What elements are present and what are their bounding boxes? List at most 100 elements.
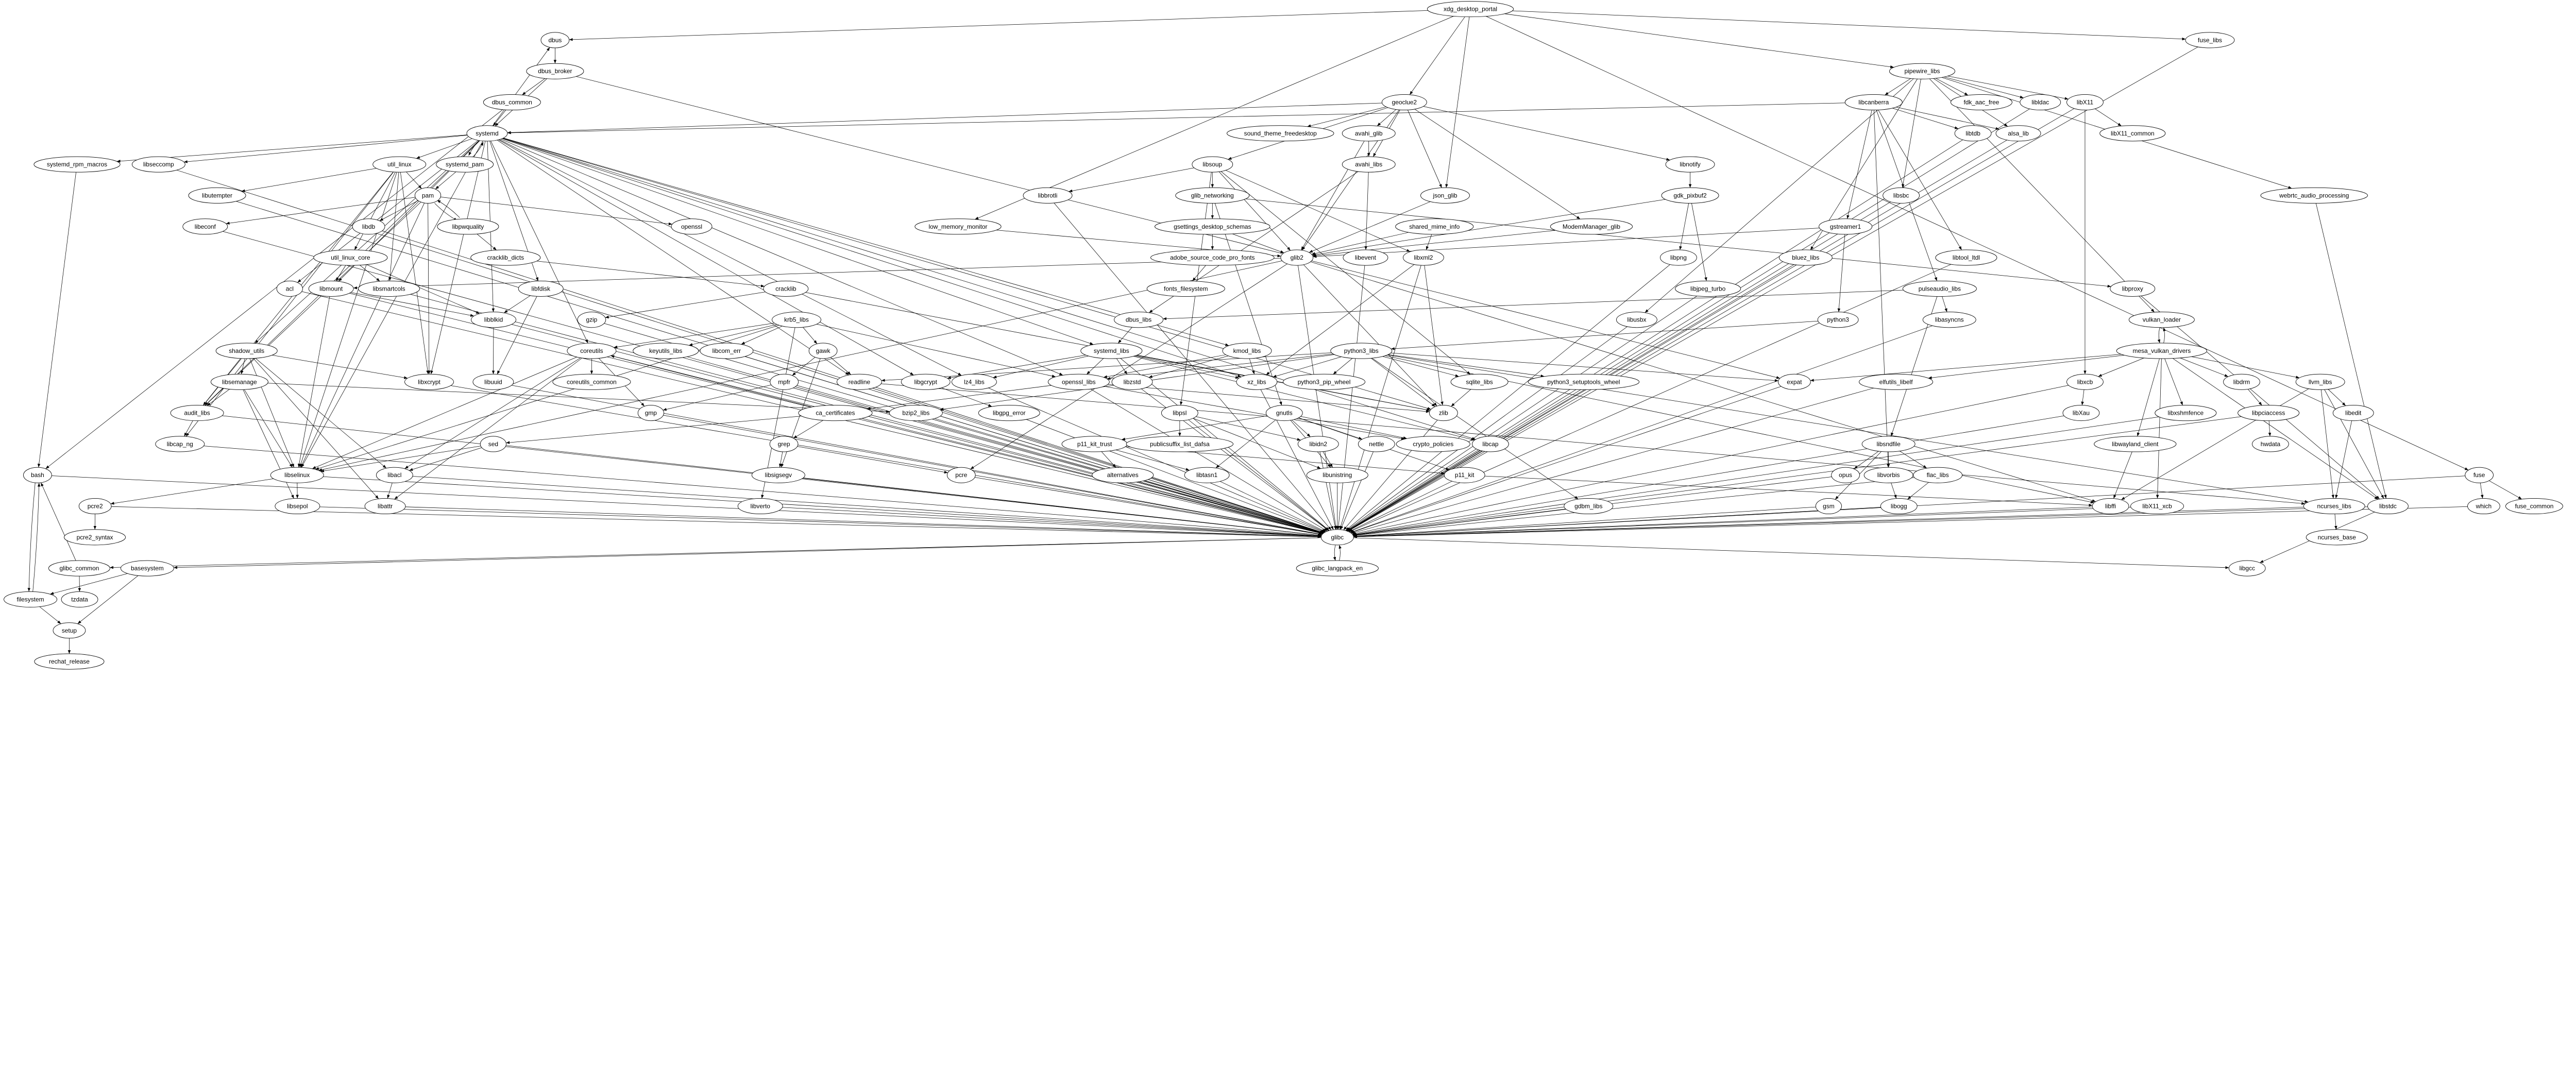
node-ellipse [1226,125,1334,142]
node-ellipse [308,280,354,297]
node-label: gsettings_desktop_schemas [1174,223,1251,230]
node-label: fdk_aac_free [1963,99,1999,106]
edge-util_linux-to-libsmartcols [388,172,399,281]
node-glib2: glib2 [1280,249,1314,266]
node-label: libstdc [2379,503,2397,510]
edge-libxml2-to-zlib [1424,265,1444,405]
edge-geoclue2-to-avahi_glib [1377,109,1397,126]
edge-libXau-to-glibc [1352,415,2064,536]
edge-shadow_utils-to-libselinux [249,358,294,468]
node-ellipse [1296,560,1379,576]
edge-elfutils_libelf-to-glibc [1351,387,1874,534]
node-libattr: libattr [364,498,406,515]
edge-libldac-to-glibc [1347,109,2030,532]
node-ellipse [1047,374,1110,390]
node-label: libxcrypt [418,378,440,385]
edge-geoclue2-to-systemd [507,103,1382,134]
node-ellipse [889,405,943,421]
node-label: keyutils_libs [649,347,682,354]
node-label: libdb [362,223,376,230]
node-label: libeconf [195,223,216,230]
node-ellipse [2020,94,2061,111]
edge-openssl_libs-to-glibc [1090,388,1328,532]
node-libxshmfence: libxshmfence [2155,405,2217,421]
node-label: libcanberra [1858,99,1889,106]
edge-util_linux_core-to-libmount [335,265,346,281]
node-label: grep [778,440,790,448]
edge-pam-to-libeconf [226,197,416,225]
node-label: xdg_desktop_portal [1444,6,1497,13]
node-label: glibc_common [59,565,99,572]
node-label: libidn2 [1309,440,1327,448]
node-libpsl: libpsl [1161,405,1198,421]
node-label: libevent [1355,254,1377,261]
node-ellipse [131,156,185,173]
edge-krb5_libs-to-gawk [803,327,818,344]
node-label: pcre [955,471,968,479]
edge-libjpeg_turbo-to-glibc [1346,296,1698,531]
node-label: pcre2_syntax [77,534,113,541]
node-label: basesystem [131,565,164,572]
edge-libpciaccess-to-hwdata [2268,420,2272,436]
edge-llvm_libs-to-libffi [2121,388,2309,500]
node-label: sqlite_libs [1466,378,1493,385]
node-libwayland-client: libwayland_client [2094,436,2177,452]
node-ellipse [1429,405,1458,421]
node-label: bluez_libs [1792,254,1819,261]
node-mpfr: mpfr [770,374,799,390]
edge-pulseaudio_libs-to-dbus_libs [1163,290,1904,320]
edge-ca_certificates-to-coreutils [611,355,812,408]
node-label: bzip2_libs [902,410,929,417]
edge-libgpg_error-to-glibc [1026,419,1325,533]
node-label: libpng [1670,254,1687,261]
edge-mesa_vulkan_drivers-to-vulkan_loader [2163,327,2166,343]
node-label: libjpeg_turbo [1690,285,1726,292]
node-python3-libs: python3_libs [1330,343,1393,359]
edge-glib2-to-glibc [1298,265,1337,530]
edge-sed-to-libacl [409,447,482,471]
node-python3-pip-wheel: python3_pip_wheel [1282,374,1366,390]
node-label: glibc_langpack_en [1312,565,1363,572]
node-label: bash [31,471,44,479]
node-label: libxcb [2077,378,2093,385]
edge-sqlite_libs-to-zlib [1451,389,1471,407]
edge-python3_libs-to-python3_setuptools_wheel [1388,354,1545,378]
edge-libvorbis-to-libogg [1891,483,1897,499]
node-label: sed [488,440,498,448]
edge-bash-to-filesystem [27,483,36,592]
edge-gdk_pixbuf2-to-libpng [1679,203,1689,250]
node-label: coreutils_common [567,378,617,385]
edge-libsndfile-to-opus [1854,451,1879,469]
node-opus: opus [1831,467,1860,483]
node-label: glib_networking [1191,192,1234,199]
edge-systemd-to-audit_libs [205,140,480,406]
edge-libusbx-to-glibc [1346,326,1628,531]
edge-json_glib-to-glib2 [1309,201,1431,253]
node-fuse-common: fuse_common [2505,498,2563,515]
edge-openssl_libs-to-crypto_policies [1104,386,1405,440]
node-ellipse [1922,312,1976,328]
edge-glibc-to-glibc_common [110,537,1321,569]
node-label: libtdb [1965,130,1980,137]
node-ellipse [2260,187,2368,203]
edge-xz_libs-to-glibc [1260,389,1334,530]
node-label: libmount [319,285,343,292]
node-ellipse [2062,405,2100,421]
edge-libsigsegv-to-glibc [803,478,1322,537]
node-label: gsm [1823,503,1835,510]
node-basesystem: basesystem [120,560,174,576]
node-ellipse [23,467,52,483]
node-fuse: fuse [2465,467,2494,483]
edge-systemd-to-util_linux [416,138,472,159]
node-ellipse [1950,94,2012,111]
node-dbus-broker: dbus_broker [526,63,584,79]
node-systemd-rpm-macros: systemd_rpm_macros [33,156,121,173]
edge-libcanberra-to-libtool_ltdl [1878,110,1962,250]
edge-libselinux-to-pcre2 [110,478,274,505]
node-ellipse [1282,374,1366,390]
edge-lz4_libs-to-glibc [988,387,1326,533]
edge-libmount-to-libblkid [350,292,474,317]
node-libxml2: libxml2 [1402,249,1444,266]
node-ellipse [1280,249,1314,266]
edge-systemd-to-systemd_libs [502,138,1094,345]
